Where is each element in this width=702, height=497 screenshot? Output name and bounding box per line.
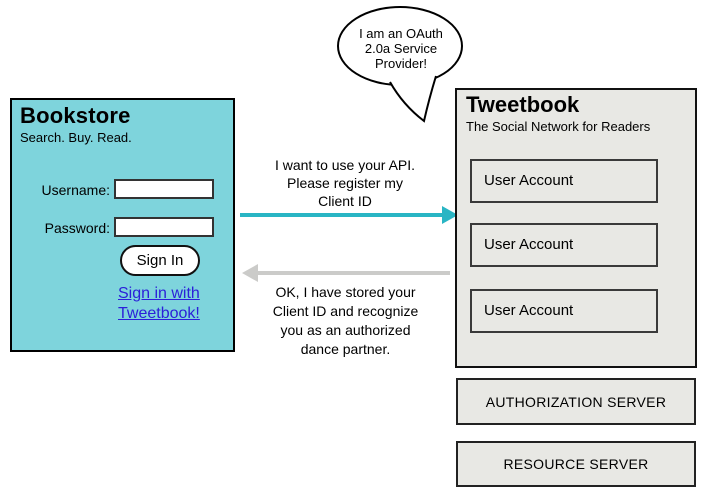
request-message-line: I want to use your API. [274,157,416,173]
bookstore-panel: Bookstore Search. Buy. Read. Username: P… [10,98,235,352]
response-message-line: you as an authorized [280,322,411,338]
tweetbook-subtitle: The Social Network for Readers [466,119,651,134]
request-message-line: Please register my [287,175,403,191]
username-label: Username: [41,182,110,198]
tweetbook-title: Tweetbook [466,92,580,117]
sign-in-with-tweetbook-link-line: Sign in with [118,285,200,302]
password-input[interactable] [114,217,214,237]
response-message-line: dance partner. [300,341,391,357]
sign-in-with-tweetbook-link[interactable]: Sign in with Tweetbook! [118,284,200,324]
response-arrow [242,264,450,282]
speech-bubble-line: 2.0a Service [364,41,438,56]
speech-bubble-text: I am an OAuth 2.0a Service Provider! [340,26,462,71]
sign-in-button[interactable]: Sign In [120,245,200,276]
speech-bubble-line: Provider! [374,56,428,71]
bookstore-tagline: Search. Buy. Read. [20,130,132,145]
request-message-line: Client ID [318,193,372,209]
authorization-server-box: AUTHORIZATION SERVER [456,378,696,425]
sign-in-with-tweetbook-link-line: Tweetbook! [118,305,200,322]
tweetbook-panel: Tweetbook The Social Network for Readers… [455,88,697,368]
user-account-box: User Account [470,159,658,203]
resource-server-box: RESOURCE SERVER [456,441,696,487]
request-message: I want to use your API. Please register … [240,156,450,210]
response-message-line: OK, I have stored your [275,284,416,300]
user-account-box: User Account [470,223,658,267]
speech-bubble-line: I am an OAuth [359,26,443,41]
username-input[interactable] [114,179,214,199]
response-message: OK, I have stored your Client ID and rec… [238,283,453,359]
password-label: Password: [44,220,110,236]
user-account-box: User Account [470,289,658,333]
bookstore-title: Bookstore [20,103,131,128]
response-message-line: Client ID and recognize [272,303,419,319]
